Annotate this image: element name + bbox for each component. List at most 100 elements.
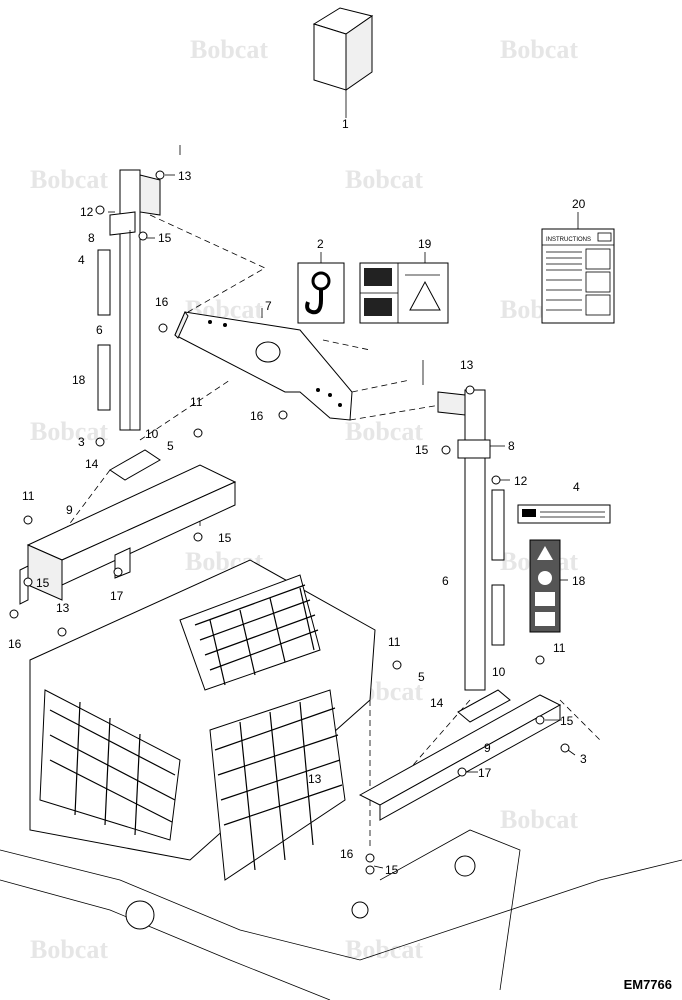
bolt-icon xyxy=(95,205,105,215)
safety-decal xyxy=(529,539,561,633)
callout: 17 xyxy=(478,766,492,780)
callout: 6 xyxy=(442,574,449,588)
right-base-plate xyxy=(358,689,562,821)
nut-icon xyxy=(535,715,545,725)
callout: 9 xyxy=(66,503,73,517)
callout: 3 xyxy=(580,752,587,766)
watermark-text: Bobcat xyxy=(30,417,108,446)
callout: 15 xyxy=(385,863,399,877)
watermark-logo: Bobcat xyxy=(30,417,108,446)
nut-icon xyxy=(365,865,375,875)
watermark-logo: Bobcat xyxy=(500,805,578,834)
watermark-text: Bobcat xyxy=(500,35,578,64)
callout: 16 xyxy=(155,295,169,309)
callout: 17 xyxy=(110,589,124,603)
kit-box xyxy=(312,7,374,112)
callout: 10 xyxy=(145,427,159,441)
instructions-decal: INSTRUCTIONS xyxy=(541,212,615,324)
callout: 19 xyxy=(418,237,432,251)
nut-icon xyxy=(9,609,19,619)
callout: 7 xyxy=(265,299,272,313)
instructions-title: INSTRUCTIONS xyxy=(546,237,591,243)
machine-cab xyxy=(0,559,682,1000)
bolt-icon xyxy=(535,655,545,665)
callout: 12 xyxy=(80,205,94,219)
bolt-icon xyxy=(95,437,105,447)
nut-icon xyxy=(193,532,203,542)
watermark-text: Bobcat xyxy=(30,935,108,964)
watermark-text: Bobcat xyxy=(190,35,268,64)
right-upright xyxy=(437,389,491,691)
callout: 1 xyxy=(342,117,349,131)
watermark-text: Bobcat xyxy=(30,165,108,194)
callout: 11 xyxy=(388,635,401,649)
callout: 15 xyxy=(36,576,50,590)
watermark-logo: Bobcat xyxy=(345,935,423,964)
bolt-icon xyxy=(57,627,67,637)
watermark-logo: Bobcat xyxy=(190,35,268,64)
callout: 18 xyxy=(72,373,86,387)
watermark-logo: Bobcat xyxy=(500,35,578,64)
callout: 13 xyxy=(56,601,70,615)
nut-icon xyxy=(365,853,375,863)
callout: 20 xyxy=(572,197,586,211)
bolt-icon xyxy=(193,428,203,438)
bolt-icon xyxy=(392,660,402,670)
nut-icon xyxy=(113,567,123,577)
callout: 2 xyxy=(317,237,324,251)
watermark-text: Bobcat xyxy=(500,805,578,834)
callout: 9 xyxy=(484,741,491,755)
callout: 14 xyxy=(85,457,99,471)
bolt-icon xyxy=(23,515,33,525)
callout: 11 xyxy=(22,489,35,503)
figure-id: EM7766 xyxy=(623,977,672,992)
callout: 16 xyxy=(8,637,22,651)
nut-icon xyxy=(23,577,33,587)
callout: 6 xyxy=(96,323,103,337)
callout: 8 xyxy=(88,231,95,245)
watermark-text: Bobcat xyxy=(345,417,423,446)
callout: 5 xyxy=(167,439,174,453)
watermark-logo: Bobcat xyxy=(30,165,108,194)
callout: 16 xyxy=(340,847,354,861)
callout: 16 xyxy=(250,409,264,423)
callout: 3 xyxy=(78,435,85,449)
bolt-icon xyxy=(465,385,475,395)
callout: 11 xyxy=(553,641,566,655)
leader-lines xyxy=(108,112,576,869)
callout: 14 xyxy=(430,696,444,710)
nut-icon xyxy=(158,323,168,333)
left-upright xyxy=(109,169,161,431)
watermark-text: Bobcat xyxy=(345,165,423,194)
callout: 4 xyxy=(573,480,580,494)
decal-strips xyxy=(97,249,505,646)
nut-icon xyxy=(278,410,288,420)
watermark-logo: Bobcat xyxy=(30,935,108,964)
tie-down-hook-decal xyxy=(297,252,345,324)
callout: 13 xyxy=(308,772,322,786)
callout: 13 xyxy=(460,358,474,372)
callout: 4 xyxy=(78,253,85,267)
callout: 18 xyxy=(572,574,586,588)
bolt-icon xyxy=(155,170,165,180)
lifting-instructions-decal xyxy=(359,252,449,324)
callout: 11 xyxy=(190,395,203,409)
left-base-plate xyxy=(19,449,237,605)
callouts: 1 2 19 20 13 12 8 15 4 16 7 6 18 16 11 1… xyxy=(8,117,587,877)
bolt-icon xyxy=(138,231,148,241)
watermark-text: Bobcat xyxy=(345,935,423,964)
callout: 15 xyxy=(415,443,429,457)
callout: 15 xyxy=(158,231,172,245)
bolt-icon xyxy=(441,445,451,455)
bolt-icon xyxy=(560,743,570,753)
callout: 15 xyxy=(218,531,232,545)
callout: 13 xyxy=(178,169,192,183)
callout: 8 xyxy=(508,439,515,453)
watermark-logo: Bobcat xyxy=(345,417,423,446)
warning-decal xyxy=(517,504,611,524)
bolt-icon xyxy=(491,475,501,485)
nut-icon xyxy=(457,767,467,777)
watermark-logo: Bobcat xyxy=(345,165,423,194)
callout: 10 xyxy=(492,665,506,679)
